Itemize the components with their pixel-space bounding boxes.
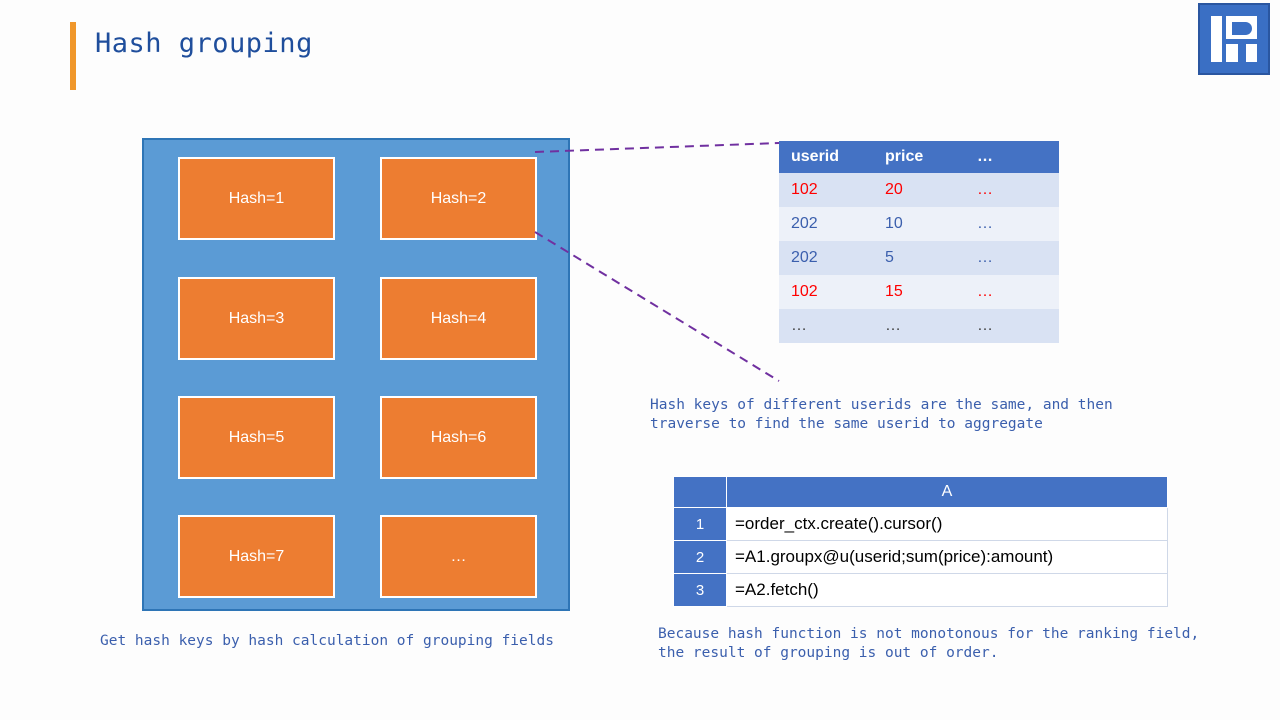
- logo-bar: [1211, 16, 1222, 62]
- table-row: … … …: [779, 309, 1059, 343]
- cell-more: …: [965, 275, 1059, 309]
- hash-cell-6: Hash=6: [380, 396, 537, 479]
- hash-cell-3: Hash=3: [178, 277, 335, 360]
- column-header-userid: userid: [779, 141, 873, 173]
- code-row-number: 2: [673, 540, 727, 574]
- hash-cell-2: Hash=2: [380, 157, 537, 240]
- code-row: 3 =A2.fetch(): [673, 573, 1168, 607]
- connector-top: [534, 142, 780, 153]
- logo-r-hole: [1232, 22, 1252, 35]
- code-cell-a2[interactable]: =A1.groupx@u(userid;sum(price):amount): [726, 540, 1168, 574]
- code-row-number: 3: [673, 573, 727, 607]
- cell-price: 15: [873, 275, 965, 309]
- table-row: 102 15 …: [779, 275, 1059, 309]
- hash-cell-5: Hash=5: [178, 396, 335, 479]
- cell-price: 5: [873, 241, 965, 275]
- logo-r-slot: [1226, 39, 1257, 44]
- cell-more: …: [965, 173, 1059, 207]
- cell-more: …: [965, 207, 1059, 241]
- cell-userid: 202: [779, 207, 873, 241]
- hash-cell-8: …: [380, 515, 537, 598]
- table-row: 102 20 …: [779, 173, 1059, 207]
- order-data-table: userid price … 102 20 … 202 10 … 202 5 …: [779, 141, 1059, 343]
- table-row: 202 5 …: [779, 241, 1059, 275]
- column-header-more: …: [965, 141, 1059, 173]
- hash-cell-1: Hash=1: [178, 157, 335, 240]
- caption-hash-keys: Get hash keys by hash calculation of gro…: [100, 633, 554, 649]
- logo-r-leg: [1238, 44, 1246, 62]
- page-title: Hash grouping: [95, 28, 313, 59]
- cell-price: 10: [873, 207, 965, 241]
- column-header-price: price: [873, 141, 965, 173]
- code-row: 2 =A1.groupx@u(userid;sum(price):amount): [673, 540, 1168, 574]
- code-corner-cell: [673, 476, 727, 508]
- code-row-number: 1: [673, 507, 727, 541]
- code-column-header-a: A: [726, 476, 1168, 508]
- spl-code-table: A 1 =order_ctx.create().cursor() 2 =A1.g…: [673, 476, 1168, 607]
- code-cell-a1[interactable]: =order_ctx.create().cursor(): [726, 507, 1168, 541]
- cell-userid: 102: [779, 275, 873, 309]
- code-row: 1 =order_ctx.create().cursor(): [673, 507, 1168, 541]
- cell-price: …: [873, 309, 965, 343]
- cell-userid: 102: [779, 173, 873, 207]
- hash-cell-7: Hash=7: [178, 515, 335, 598]
- cell-more: …: [965, 241, 1059, 275]
- cell-more: …: [965, 309, 1059, 343]
- code-header-row: A: [673, 476, 1168, 508]
- hash-cell-4: Hash=4: [380, 277, 537, 360]
- hash-bucket-panel: Hash=1 Hash=2 Hash=3 Hash=4 Hash=5 Hash=…: [142, 138, 570, 611]
- cell-price: 20: [873, 173, 965, 207]
- raqsoft-logo-icon: [1198, 3, 1270, 75]
- cell-userid: …: [779, 309, 873, 343]
- code-cell-a3[interactable]: =A2.fetch(): [726, 573, 1168, 607]
- table-header-row: userid price …: [779, 141, 1059, 173]
- cell-userid: 202: [779, 241, 873, 275]
- caption-traverse: Hash keys of different userids are the s…: [650, 397, 1113, 432]
- caption-out-of-order: Because hash function is not monotonous …: [658, 626, 1200, 661]
- connector-bottom: [534, 231, 780, 382]
- title-accent-bar: [70, 22, 76, 90]
- table-row: 202 10 …: [779, 207, 1059, 241]
